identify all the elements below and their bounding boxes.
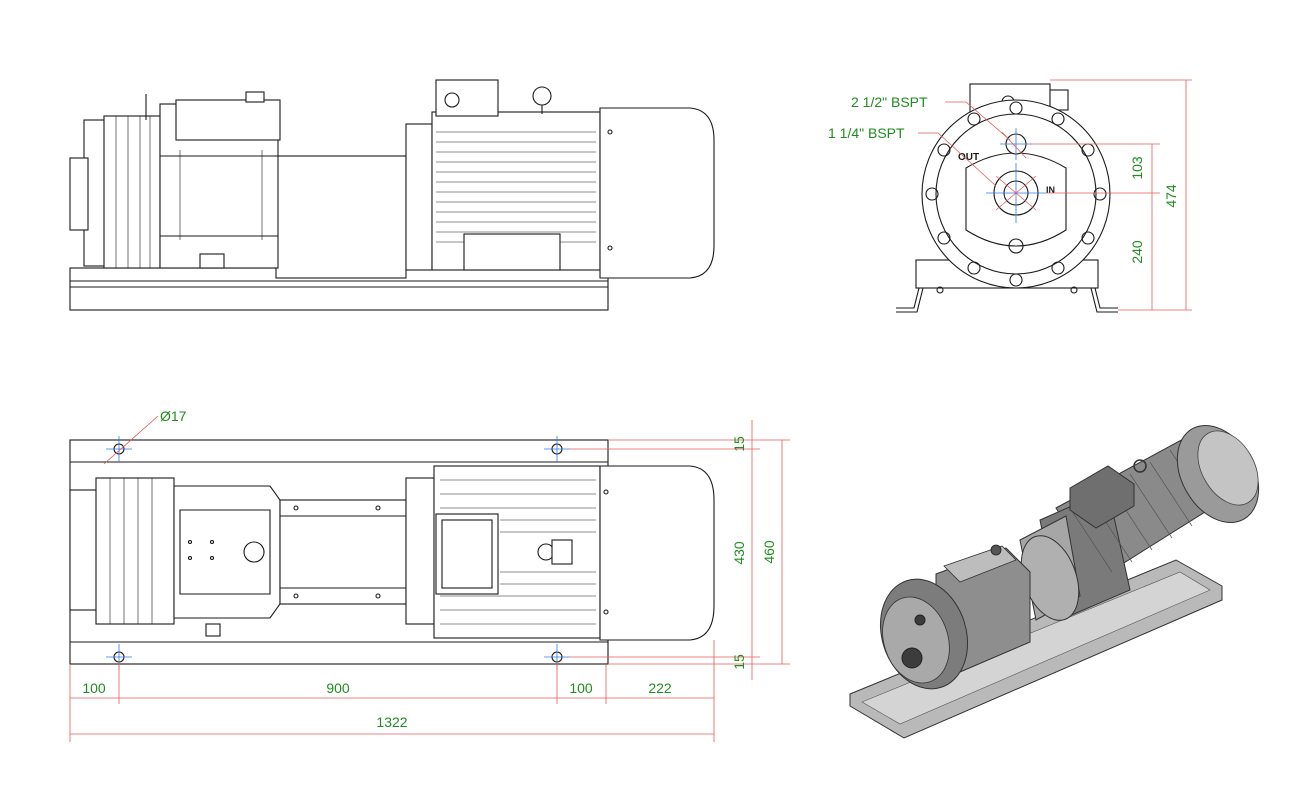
dim-474: 474 — [1163, 184, 1179, 208]
dim-460: 460 — [761, 540, 777, 564]
side-coupling-housing — [275, 155, 407, 279]
side-fan-cover — [599, 107, 715, 279]
dim-100-left: 100 — [82, 680, 106, 696]
side-motor-flange — [405, 123, 433, 271]
side-lifting-eye — [532, 86, 552, 106]
iso-terminal-box — [1069, 465, 1135, 529]
side-view — [69, 79, 715, 311]
dim-100-right: 100 — [569, 680, 593, 696]
port-in-label: IN — [1046, 185, 1055, 195]
side-motor-fins — [436, 131, 596, 243]
isometric-view — [849, 425, 1260, 739]
top-terminal-box — [435, 513, 499, 595]
top-coupling-guard — [279, 499, 407, 605]
side-pump-head — [103, 115, 161, 269]
dim-900: 900 — [326, 680, 350, 696]
inlet-leader — [918, 132, 997, 187]
mounting-holes — [106, 436, 570, 670]
dim-1322: 1322 — [376, 714, 407, 730]
top-view: Ø17 100 900 100 222 1322 15 430 15 460 — [69, 408, 790, 742]
side-terminal-box — [435, 79, 499, 117]
dim-15-bottom: 15 — [731, 654, 747, 670]
dim-103: 103 — [1129, 156, 1145, 180]
port-out-label: OUT — [958, 152, 979, 163]
dim-240: 240 — [1129, 240, 1145, 264]
outlet-thread-label: 2 1/2" BSPT — [851, 94, 928, 110]
front-flange-bolts — [925, 101, 1107, 287]
outlet-leader — [945, 101, 1011, 141]
top-fan-cover — [599, 465, 715, 641]
front-view: OUT IN 2 1/2" BSPT 1 1/4" BSPT 103 240 4… — [828, 79, 1192, 313]
top-motor-fins — [440, 479, 596, 625]
inlet-thread-label: 1 1/4" BSPT — [828, 125, 905, 141]
dim-15-top: 15 — [731, 436, 747, 452]
top-pump-head — [95, 477, 175, 625]
hole-diameter-label: Ø17 — [160, 408, 187, 424]
hole-leader — [103, 415, 159, 465]
dim-430: 430 — [731, 541, 747, 565]
dim-222: 222 — [648, 680, 672, 696]
